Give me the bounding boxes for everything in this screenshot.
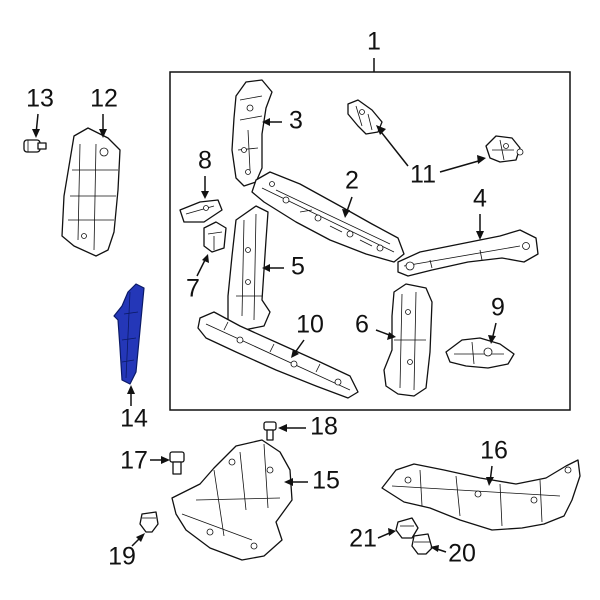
callout-1[interactable]: 1 — [367, 28, 381, 72]
callout-7[interactable]: 7 — [186, 254, 209, 303]
callout-21[interactable]: 21 — [349, 525, 396, 553]
callout-11-label: 11 — [410, 161, 436, 189]
part-8-bracket[interactable] — [179, 199, 223, 223]
part-18-bolt[interactable] — [263, 421, 277, 441]
part-7-clip[interactable] — [203, 221, 227, 253]
part-5-support-left[interactable] — [227, 205, 271, 331]
callout-10[interactable]: 10 — [291, 311, 324, 358]
callout-15[interactable]: 15 — [284, 467, 340, 495]
callout-6-label: 6 — [355, 311, 369, 339]
part-11-bracket-right[interactable] — [485, 135, 524, 163]
callout-11[interactable]: 11 — [376, 125, 486, 189]
part-6-support-right[interactable] — [383, 283, 433, 397]
callout-4[interactable]: 4 — [473, 185, 487, 240]
part-2-upper-tie-bar[interactable] — [251, 171, 405, 263]
callout-5[interactable]: 5 — [262, 253, 305, 281]
callout-7-label: 7 — [186, 275, 200, 303]
part-20-clip[interactable] — [411, 533, 433, 555]
callout-3[interactable]: 3 — [262, 107, 303, 135]
part-3-support-post[interactable] — [231, 79, 273, 187]
part-14-seal-highlighted[interactable] — [113, 283, 145, 385]
callout-19-label: 19 — [108, 543, 136, 571]
callout-8[interactable]: 8 — [198, 147, 212, 199]
part-13-bolt[interactable] — [23, 139, 47, 153]
callout-19[interactable]: 19 — [108, 533, 145, 571]
callout-20-label: 20 — [448, 540, 476, 568]
callout-16-label: 16 — [480, 437, 508, 465]
callout-13[interactable]: 13 — [26, 85, 54, 138]
callout-20[interactable]: 20 — [430, 540, 476, 568]
callout-2[interactable]: 2 — [342, 167, 359, 218]
callout-5-label: 5 — [291, 253, 305, 281]
callout-17-label: 17 — [120, 447, 148, 475]
callout-18-label: 18 — [310, 413, 338, 441]
callout-14-label: 14 — [120, 405, 148, 433]
part-10-lower-tie-bar[interactable] — [197, 311, 359, 399]
part-17-bolt[interactable] — [169, 451, 185, 475]
callout-15-label: 15 — [312, 467, 340, 495]
callout-1-label: 1 — [367, 28, 381, 56]
callout-9[interactable]: 9 — [488, 294, 505, 344]
part-11-bracket-left[interactable] — [347, 99, 383, 135]
callout-18[interactable]: 18 — [278, 413, 338, 441]
callout-16[interactable]: 16 — [480, 437, 508, 486]
callout-10-label: 10 — [296, 311, 324, 339]
callout-9-label: 9 — [491, 294, 505, 322]
part-9-bracket[interactable] — [445, 337, 515, 369]
callout-13-label: 13 — [26, 85, 54, 113]
part-19-clip[interactable] — [139, 511, 159, 533]
callout-4-label: 4 — [473, 185, 487, 213]
callout-12[interactable]: 12 — [90, 85, 118, 138]
callout-12-label: 12 — [90, 85, 118, 113]
callout-3-label: 3 — [289, 107, 303, 135]
callout-2-label: 2 — [345, 167, 359, 195]
callout-21-label: 21 — [349, 525, 377, 553]
callout-14[interactable]: 14 — [120, 385, 148, 433]
callout-17[interactable]: 17 — [120, 447, 170, 475]
part-12-air-guide[interactable] — [61, 127, 121, 257]
part-15-under-cover[interactable] — [171, 439, 293, 561]
assembly-box — [169, 71, 571, 411]
part-21-clip[interactable] — [395, 517, 419, 539]
callout-8-label: 8 — [198, 147, 212, 175]
part-16-under-cover[interactable] — [381, 459, 581, 531]
part-4-side-member[interactable] — [397, 229, 539, 277]
callout-6[interactable]: 6 — [355, 311, 396, 340]
